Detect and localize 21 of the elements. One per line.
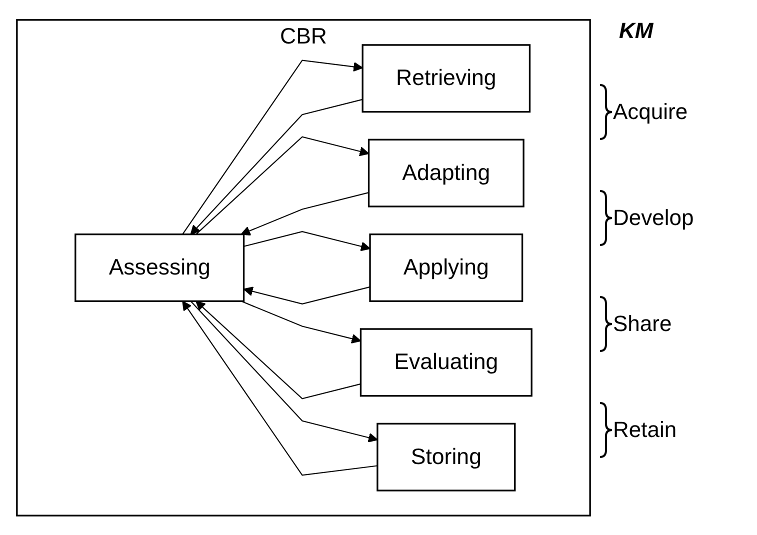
arrow bbox=[182, 300, 378, 476]
node-box: Adapting bbox=[368, 138, 524, 208]
arrow bbox=[196, 136, 370, 234]
arrow bbox=[243, 286, 370, 304]
phase-label: Develop bbox=[613, 205, 694, 231]
node-box: Storing bbox=[376, 422, 516, 492]
column-heading: KM bbox=[619, 18, 654, 44]
phase-label: Acquire bbox=[613, 99, 688, 125]
phase-label: Retain bbox=[613, 417, 677, 443]
arrow bbox=[244, 230, 370, 251]
node-box: Applying bbox=[369, 233, 524, 302]
arrow bbox=[182, 59, 364, 234]
arrow bbox=[240, 192, 369, 236]
arrow bbox=[240, 300, 362, 344]
node-box: Evaluating bbox=[360, 328, 532, 396]
arrow bbox=[190, 300, 378, 442]
node-box: Retrieving bbox=[362, 44, 531, 112]
arrow bbox=[196, 300, 361, 399]
node-box: Assessing bbox=[74, 233, 245, 302]
arrow bbox=[190, 98, 363, 235]
phase-label: Share bbox=[613, 311, 672, 337]
